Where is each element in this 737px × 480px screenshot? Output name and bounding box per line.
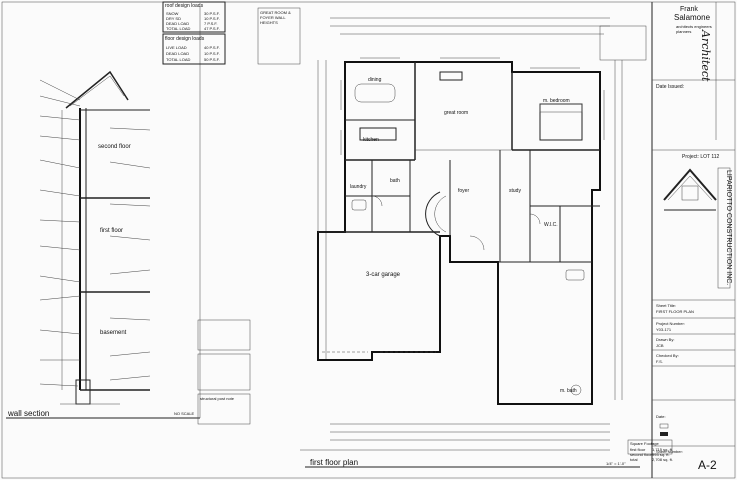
room-label: bath (390, 178, 400, 184)
square-footage-title: Square Footage (630, 441, 659, 446)
sqft-value: 2,708 sq. ft. (652, 457, 673, 462)
sqft-label: total (630, 457, 638, 462)
wall-section-drawing (6, 6, 201, 419)
room-label: W.I.C. (544, 222, 558, 228)
floor-load-label: DEAD LOAD (166, 51, 190, 56)
firm-name-line1: Frank (680, 6, 698, 13)
floor-load-value: 10 P.S.F. (204, 51, 220, 56)
checked-by-value: F.S. (656, 359, 663, 364)
floor-plan-scale: 1/4" = 1'-0" (606, 461, 626, 466)
project-number-label: Project Number: (656, 321, 685, 326)
firm-vertical-word: Architect (699, 30, 712, 82)
sheet-number-value: A-2 (698, 458, 717, 472)
level-label: first floor (100, 228, 124, 234)
room-label: study (509, 188, 521, 194)
room-label: kitchen (363, 137, 379, 143)
date-issued-label: Date Issued: (656, 84, 685, 90)
room-label: foyer (458, 188, 470, 194)
roof-load-label: DRY SD (166, 16, 181, 21)
room-label: dining (368, 77, 382, 83)
floor-plan-drawing (300, 17, 640, 468)
roof-load-label: SNOW (166, 11, 179, 16)
sheet-number-label: Sheet Number: (656, 449, 683, 454)
sheet-title-value: FIRST FLOOR PLAN (656, 309, 694, 314)
floor-loads-title: floor design loads (165, 36, 205, 42)
structural-post-note: structural post note (200, 396, 235, 401)
roof-load-value: 30 P.S.F. (204, 11, 220, 16)
project-label: Project: LOT 112 (682, 154, 720, 160)
drawn-by-label: Drawn By: (656, 337, 675, 342)
wall-section-scale: NO SCALE (174, 411, 195, 416)
roof-load-value: 10 P.S.F. (204, 16, 220, 21)
wall-section-title: wall section (8, 409, 50, 418)
level-label: basement (100, 330, 127, 336)
room-label: great room (444, 110, 469, 116)
builder-logo (663, 167, 731, 289)
firm-name-line2: Salamone (674, 13, 711, 22)
roof-load-label: DEAD LOAD (166, 21, 190, 26)
level-label: second floor (98, 144, 131, 150)
roof-load-value: 47 P.S.F. (204, 26, 220, 31)
floor-load-value: 40 P.S.F. (204, 45, 220, 50)
sheet-title-label: Sheet Title: (656, 303, 677, 308)
roof-load-value: 7 P.S.F. (204, 21, 218, 26)
floor-load-value: 50 P.S.F. (204, 57, 220, 62)
room-label: m. bedroom (543, 98, 570, 104)
sqft-value: 993 sq. ft. (652, 452, 670, 457)
project-number-value: Y03-171 (656, 327, 672, 332)
sqft-label: first floor (630, 447, 646, 452)
floor-plan-title: first floor plan (310, 458, 359, 467)
drawn-by-value: JCB (656, 343, 664, 348)
room-label: laundry (350, 184, 367, 190)
checked-by-label: Checked By: (656, 353, 679, 358)
builder-name: LIPARIOTTO CONSTRUCTION INC. (725, 170, 732, 286)
room-label: 3-car garage (366, 272, 401, 278)
great-room-note: GREAT ROOM & FOYER WALL HEIGHTS (260, 10, 291, 25)
floor-load-label: LIVE LOAD (166, 45, 187, 50)
sqft-value: 1,715 sq. ft. (652, 447, 673, 452)
floor-load-label: TOTAL LOAD (166, 57, 191, 62)
firm-role: architects engineers planners (676, 24, 712, 34)
date-label: Date: (656, 414, 666, 419)
sqft-label: second floor (630, 452, 652, 457)
roof-loads-title: roof design loads (165, 3, 204, 9)
room-label: m. bath (560, 388, 577, 394)
roof-load-label: TOTAL LOAD (166, 26, 191, 31)
